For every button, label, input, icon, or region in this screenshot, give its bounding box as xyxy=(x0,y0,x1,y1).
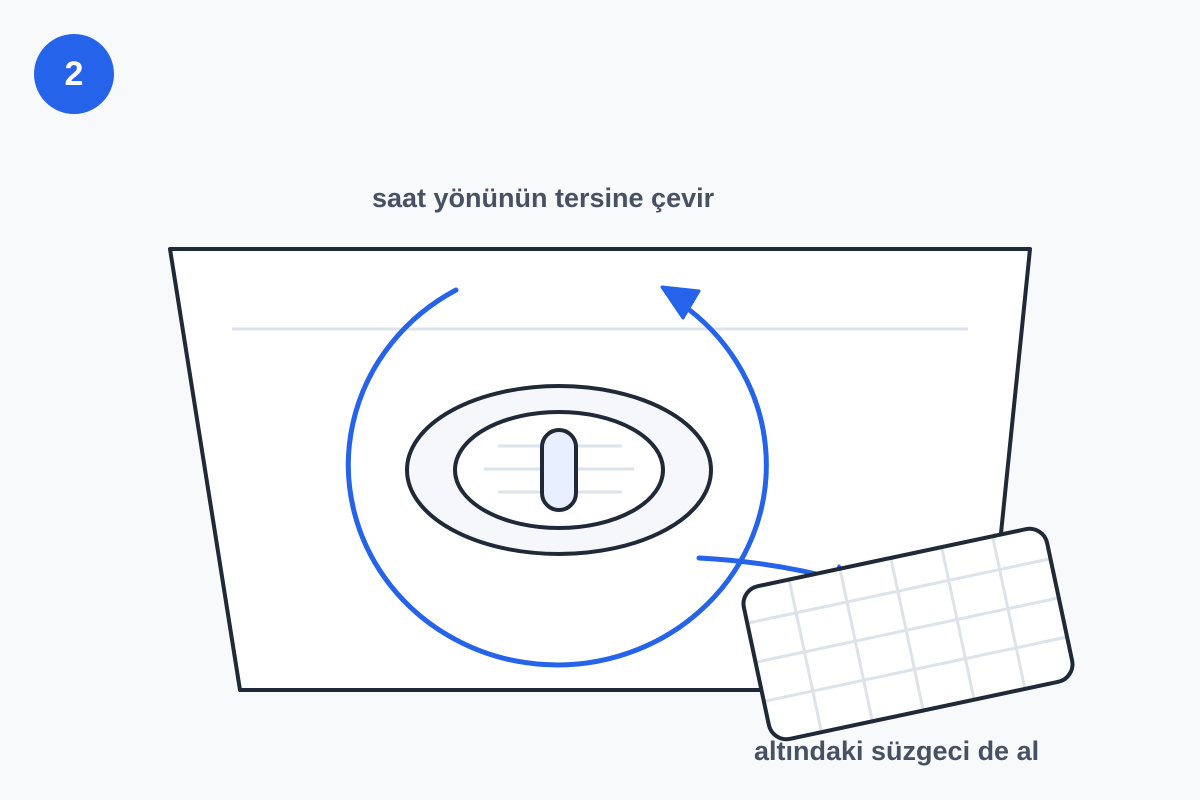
remove-filter-caption: altındaki süzgeci de al xyxy=(754,736,1040,766)
strainer-filter xyxy=(741,526,1075,742)
rotation-arc xyxy=(345,287,769,668)
strainer-grid xyxy=(746,535,1068,733)
strainer-outline xyxy=(741,526,1075,742)
drain-cap xyxy=(405,384,713,556)
step-number: 2 xyxy=(64,54,84,93)
rotation-arrowhead xyxy=(660,285,701,320)
step-number-badge: 2 xyxy=(34,34,114,114)
counterclockwise-arrow-icon xyxy=(345,285,769,668)
rotate-caption: saat yönünün tersine çevir xyxy=(372,183,715,213)
drain-cap-handle xyxy=(540,428,578,512)
